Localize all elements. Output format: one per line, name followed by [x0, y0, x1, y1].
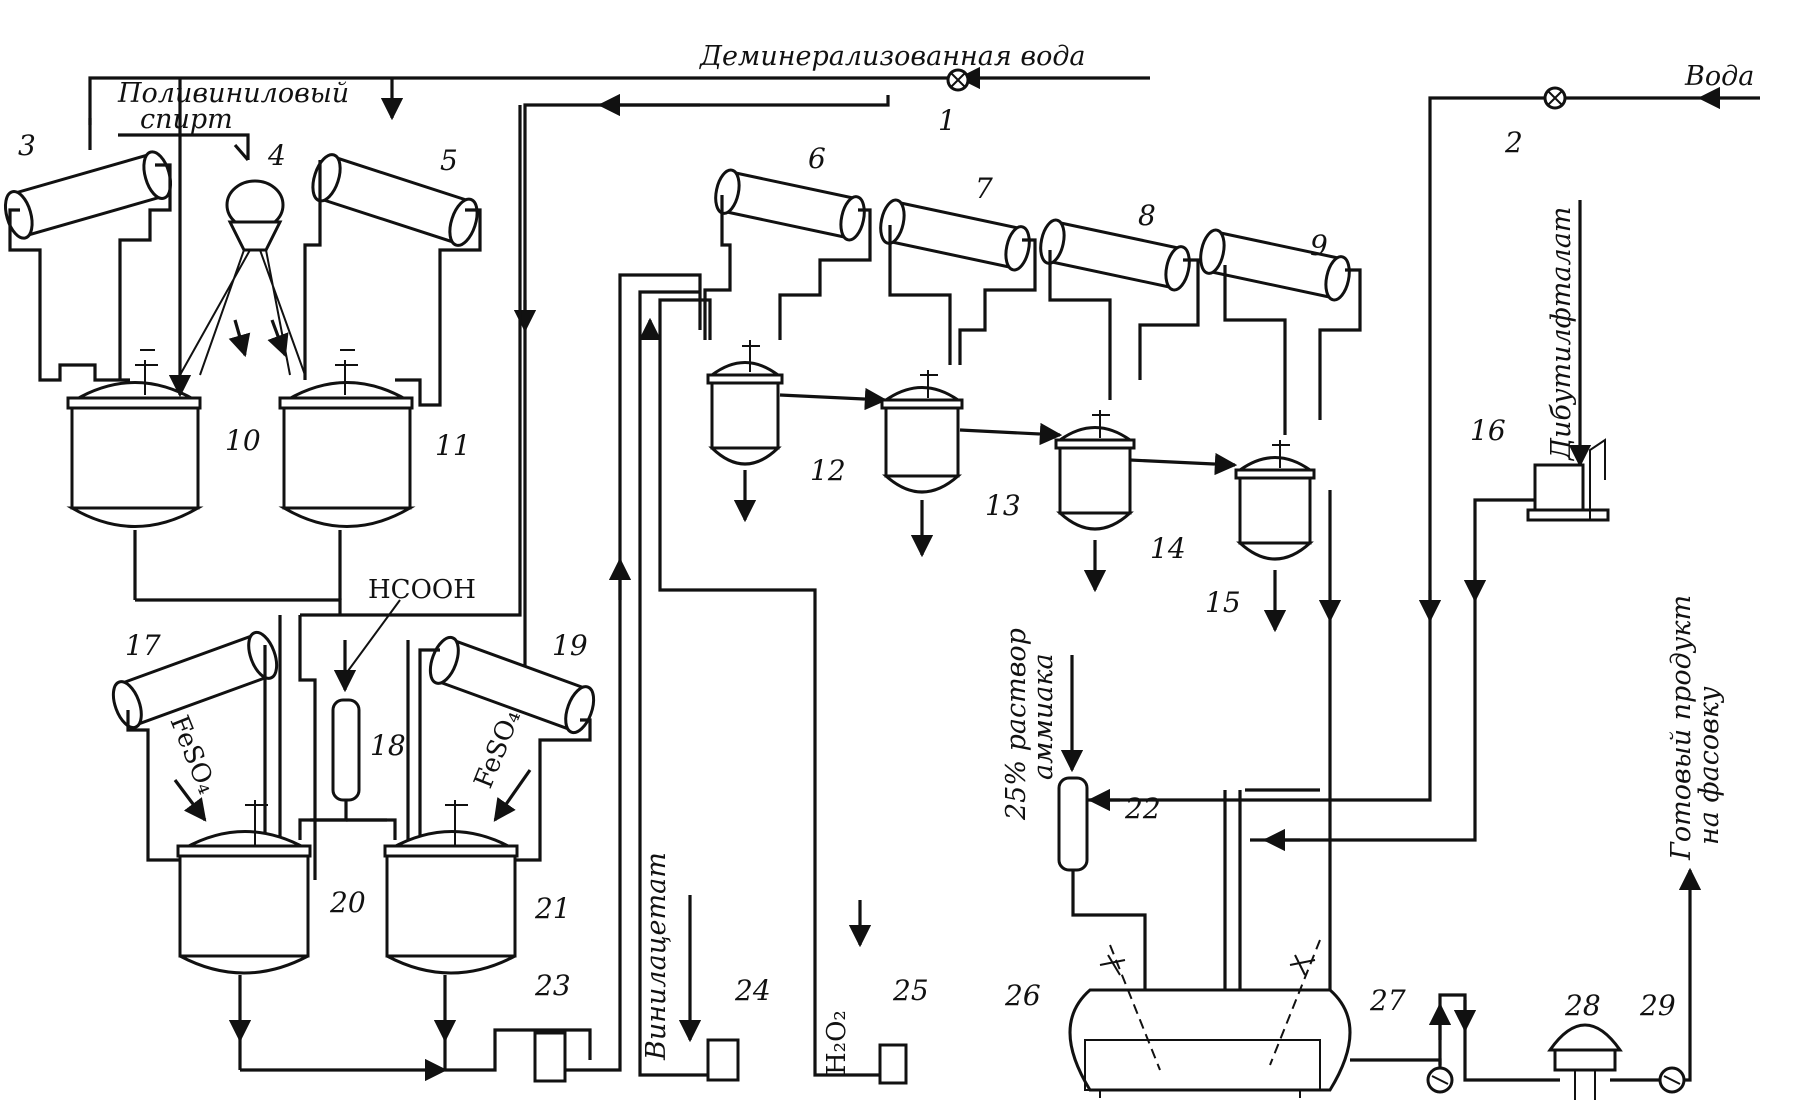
equipment-number-26: 26: [1004, 979, 1041, 1012]
equipment-number-8: 8: [1138, 199, 1156, 232]
equipment-number-14: 14: [1150, 532, 1186, 565]
condenser-7[interactable]: [877, 198, 1037, 365]
equipment-number-18: 18: [370, 729, 406, 762]
equipment-number-23: 23: [534, 969, 571, 1002]
pva-label-line1: Поливиниловый: [117, 78, 349, 109]
product-label-line1: Готовый продукт: [1666, 595, 1697, 861]
reactor-14[interactable]: [1054, 410, 1136, 593]
equipment-number-22: 22: [1124, 792, 1161, 825]
pva-solution-line: [135, 598, 342, 615]
pump-25[interactable]: [658, 298, 908, 1085]
dibutyl-phthalate-label: Дибутилфталат: [1546, 207, 1577, 461]
vinyl-acetate-label: Винилацетат: [641, 852, 672, 1061]
demin-water-line: [88, 66, 1150, 700]
equipment-number-29: 29: [1639, 989, 1676, 1022]
pump-29[interactable]: [1658, 867, 1702, 1094]
tank-outlet-line: [1350, 1058, 1442, 1080]
condenser-19[interactable]: [418, 634, 599, 880]
equipment-number-6: 6: [808, 142, 826, 175]
h2o2-label: H₂O₂: [822, 1010, 852, 1075]
equipment-number-4: 4: [267, 139, 286, 172]
equipment-number-12: 12: [810, 454, 846, 487]
product-label-line2: на фасовку: [1694, 686, 1725, 845]
equipment-number-27: 27: [1369, 984, 1406, 1017]
equipment-number-25: 25: [892, 974, 929, 1007]
formic-acid-line: [333, 599, 401, 693]
mixer-16[interactable]: [1250, 438, 1610, 842]
condenser-6[interactable]: [703, 168, 872, 340]
condenser-9[interactable]: [1197, 228, 1362, 435]
pva-label-line2: спирт: [140, 104, 233, 135]
vessel-22[interactable]: [1057, 776, 1147, 990]
equipment-number-19: 19: [552, 629, 588, 662]
condenser-5[interactable]: [303, 151, 482, 407]
pva-feed: [118, 133, 250, 162]
equipment-number-7: 7: [975, 172, 993, 205]
equipment-number-5: 5: [440, 144, 458, 177]
equipment-number-10: 10: [225, 424, 261, 457]
equipment-number-11: 11: [435, 429, 471, 462]
feso4-left-arrow: [173, 779, 207, 822]
demin-water-label: Деминерализованная вода: [699, 41, 1086, 72]
pump-left-of-28[interactable]: [1426, 993, 1560, 1094]
equipment-number-3: 3: [18, 129, 36, 162]
valve-1[interactable]: [946, 68, 970, 92]
feso4-left-label: FeSO₄: [164, 711, 222, 798]
equipment-number-1: 1: [938, 104, 956, 137]
equipment-number-21: 21: [534, 892, 571, 925]
reactor-10[interactable]: [66, 349, 204, 600]
reactor-12[interactable]: [706, 340, 784, 523]
equipment-number-13: 13: [985, 489, 1021, 522]
ammonia-label-line1: 25% раствор: [1001, 628, 1032, 821]
reactor-13[interactable]: [880, 370, 964, 558]
filter-28[interactable]: [1547, 1023, 1660, 1100]
hopper-4[interactable]: [179, 179, 306, 376]
hcooh-label: HCOOH: [368, 575, 476, 605]
condenser-3[interactable]: [1, 149, 176, 382]
equipment-number-20: 20: [329, 886, 366, 919]
pump-24[interactable]: [638, 290, 740, 1082]
water-label: Вода: [1684, 61, 1754, 92]
valve-2[interactable]: [1543, 86, 1567, 110]
feso4-right-arrow: [493, 769, 532, 822]
vessel-18[interactable]: [298, 698, 397, 840]
water-line: [1070, 86, 1760, 812]
reactor-21[interactable]: [383, 800, 519, 1070]
condenser-8[interactable]: [1037, 218, 1200, 400]
equipment-number-24: 24: [734, 974, 771, 1007]
equipment-number-15: 15: [1205, 586, 1241, 619]
equipment-number-2: 2: [1504, 126, 1523, 159]
equipment-number-9: 9: [1310, 229, 1328, 262]
reactor-11[interactable]: [278, 349, 416, 600]
equipment-number-16: 16: [1470, 414, 1506, 447]
ammonia-label-line2: аммиака: [1028, 653, 1059, 780]
storage-tank-27[interactable]: [1068, 939, 1352, 1098]
reactor-15[interactable]: [1234, 440, 1316, 633]
equipment-number-17: 17: [125, 629, 161, 662]
feso4-right-label: FeSO₄: [469, 706, 527, 793]
equipment-number-28: 28: [1564, 989, 1601, 1022]
reactor-20[interactable]: [176, 800, 312, 1070]
